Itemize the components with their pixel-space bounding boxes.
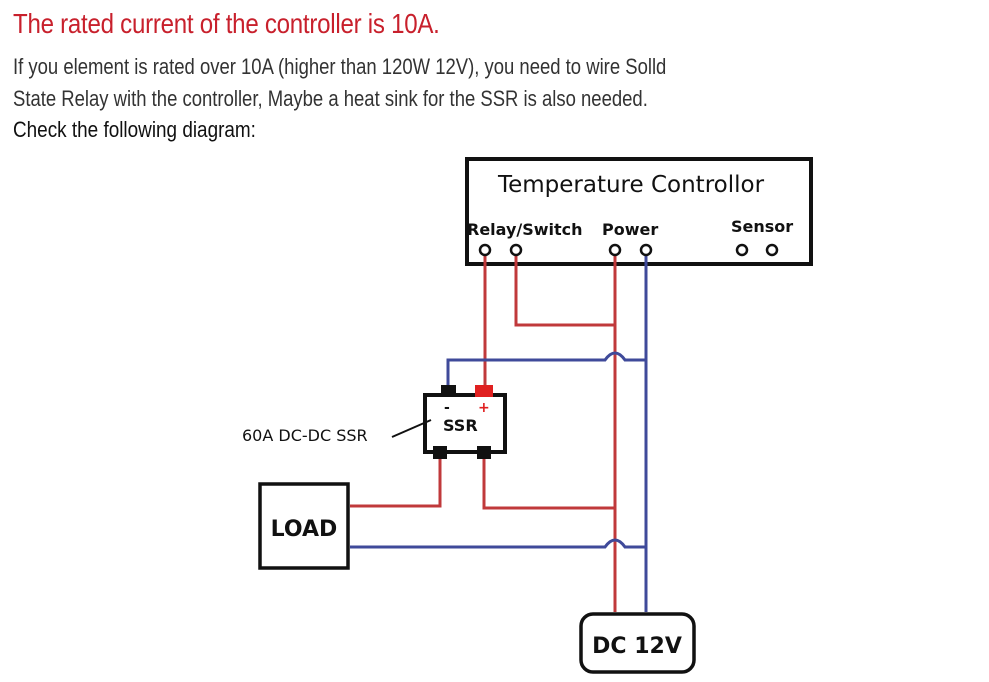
controller-box xyxy=(465,157,813,266)
relay-label: Relay/Switch xyxy=(467,220,583,239)
load-box xyxy=(258,482,350,570)
positive-wires xyxy=(350,252,617,612)
relay-terminal-2 xyxy=(509,243,523,257)
sensor-terminal-1 xyxy=(735,243,749,257)
power-terminal-negative xyxy=(639,243,653,257)
load-label: LOAD xyxy=(271,517,338,542)
ssr-label: SSR xyxy=(443,416,478,435)
ssr-to-supply-wire xyxy=(482,455,615,510)
paragraph-line-1: If you element is rated over 10A (higher… xyxy=(13,54,667,79)
negative-wires xyxy=(350,252,648,612)
power-terminal-positive xyxy=(608,243,622,257)
ssr-box xyxy=(423,393,507,454)
sensor-terminal-2 xyxy=(765,243,779,257)
ssr-minus-terminal xyxy=(441,385,456,397)
ssr-callout: 60A DC-DC SSR xyxy=(242,426,368,445)
ssr-minus-sign: - xyxy=(444,400,450,416)
relay-to-power-wire xyxy=(514,252,615,327)
ssr-minus-wire xyxy=(446,351,646,390)
ssr-output-terminal-1 xyxy=(433,446,447,459)
paragraph-line-3: Check the following diagram: xyxy=(13,117,256,142)
heading: The rated current of the controller is 1… xyxy=(13,8,440,39)
paragraph-line-2: State Relay with the controller, Maybe a… xyxy=(13,86,648,111)
dc-supply-label: DC 12V xyxy=(592,634,682,659)
ssr-plus-terminal xyxy=(475,385,493,397)
relay-terminal-1 xyxy=(478,243,492,257)
ssr-callout-line xyxy=(391,419,432,438)
ssr-to-load-wire xyxy=(350,455,442,508)
sensor-label: Sensor xyxy=(731,217,793,236)
power-label: Power xyxy=(602,220,658,239)
load-negative-wire xyxy=(350,538,646,549)
ssr-output-terminal-2 xyxy=(477,446,491,459)
dc-supply-box xyxy=(579,612,696,674)
controller-title: Temperature Controllor xyxy=(497,172,765,198)
ssr-plus-sign: + xyxy=(478,400,490,416)
terminals xyxy=(478,243,779,257)
